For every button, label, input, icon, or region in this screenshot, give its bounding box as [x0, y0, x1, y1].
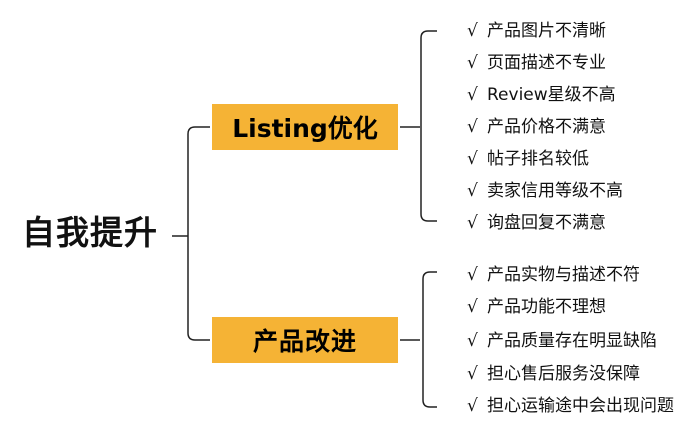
check-icon: √ [467, 53, 478, 73]
check-icon: √ [467, 85, 478, 105]
product-item: √ 产品功能不理想 [467, 296, 606, 318]
listing-item-text: 产品图片不清晰 [487, 21, 606, 41]
listing-item: √ 询盘回复不满意 [467, 212, 606, 234]
product-item-text: 产品功能不理想 [487, 297, 606, 317]
branch-product-improvement: 产品改进 [212, 317, 398, 363]
check-icon: √ [467, 396, 478, 416]
product-item: √ 产品质量存在明显缺陷 [467, 330, 657, 352]
product-item: √ 产品实物与描述不符 [467, 264, 640, 286]
product-item-text: 担心售后服务没保障 [487, 364, 640, 384]
listing-item-text: 产品价格不满意 [487, 117, 606, 137]
root-bracket [172, 126, 210, 341]
listing-item: √ 卖家信用等级不高 [467, 180, 623, 202]
product-bracket [400, 271, 437, 408]
product-item-text: 产品实物与描述不符 [487, 265, 640, 285]
product-item-text: 担心运输途中会出现问题 [487, 396, 674, 416]
listing-item-text: 询盘回复不满意 [487, 213, 606, 233]
check-icon: √ [467, 297, 478, 317]
listing-item-text: Review星级不高 [487, 85, 616, 105]
listing-item: √ Review星级不高 [467, 84, 616, 106]
check-icon: √ [467, 181, 478, 201]
product-item: √ 担心售后服务没保障 [467, 363, 640, 385]
check-icon: √ [467, 117, 478, 137]
branch-listing-optimization: Listing优化 [212, 104, 398, 150]
check-icon: √ [467, 21, 478, 41]
listing-item: √ 产品价格不满意 [467, 116, 606, 138]
listing-item: √ 产品图片不清晰 [467, 20, 606, 42]
check-icon: √ [467, 213, 478, 233]
listing-item: √ 帖子排名较低 [467, 148, 589, 170]
product-item-text: 产品质量存在明显缺陷 [487, 331, 657, 351]
check-icon: √ [467, 265, 478, 285]
listing-bracket [400, 30, 437, 222]
check-icon: √ [467, 331, 478, 351]
listing-item: √ 页面描述不专业 [467, 52, 606, 74]
product-item: √ 担心运输途中会出现问题 [467, 395, 674, 417]
listing-item-text: 卖家信用等级不高 [487, 181, 623, 201]
root-node: 自我提升 [22, 213, 158, 252]
listing-item-text: 页面描述不专业 [487, 53, 606, 73]
check-icon: √ [467, 364, 478, 384]
listing-item-text: 帖子排名较低 [487, 149, 589, 169]
check-icon: √ [467, 149, 478, 169]
